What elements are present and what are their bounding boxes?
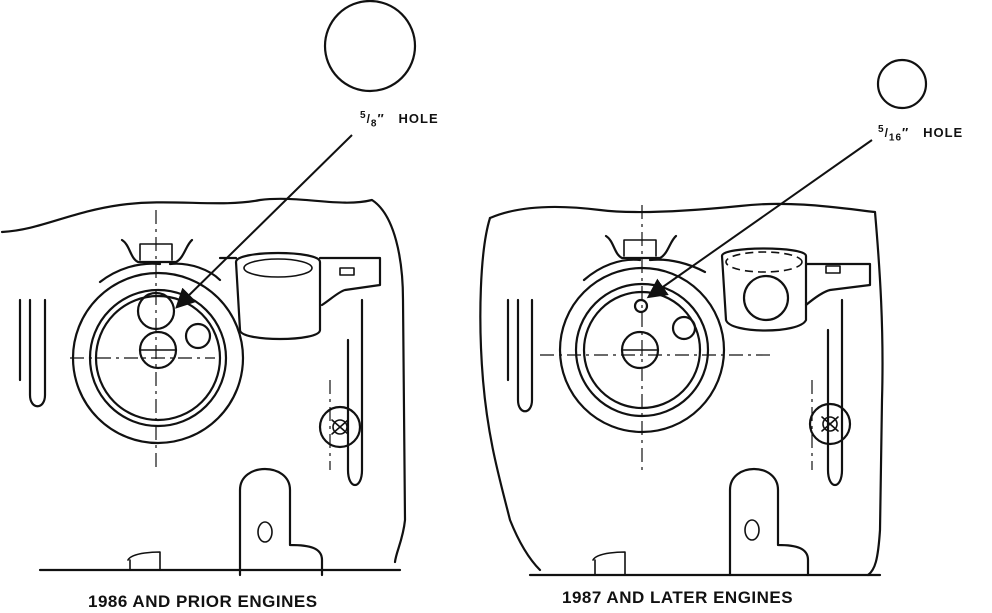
right-block-outline — [488, 202, 884, 577]
right-inch-mark: ″ — [902, 125, 910, 140]
left-frac-den: 8 — [370, 118, 378, 130]
left-hole-label: 5/8″ HOLE — [360, 110, 439, 130]
right-frac-den: 16 — [888, 132, 903, 144]
left-block-outline — [0, 197, 407, 564]
right-engine-drawing — [479, 58, 928, 577]
left-engine-drawing — [0, 0, 417, 577]
right-frac-num: 5 — [878, 124, 885, 135]
right-hole-label: 5/16″ HOLE — [878, 124, 964, 144]
left-pointer-arrow — [175, 134, 353, 309]
left-hole-word: HOLE — [398, 111, 439, 126]
right-pointer-arrow — [646, 139, 873, 299]
left-frac-num: 5 — [360, 110, 367, 121]
left-caption: 1986 AND PRIOR ENGINES — [88, 592, 318, 611]
right-caption: 1987 AND LATER ENGINES — [562, 588, 794, 607]
right-hole-word: HOLE — [923, 125, 964, 140]
left-hole-size-circle — [323, 0, 417, 93]
left-inch-mark: ″ — [377, 111, 385, 126]
right-5-16-hole — [633, 298, 649, 314]
right-hole-size-circle — [876, 58, 928, 110]
